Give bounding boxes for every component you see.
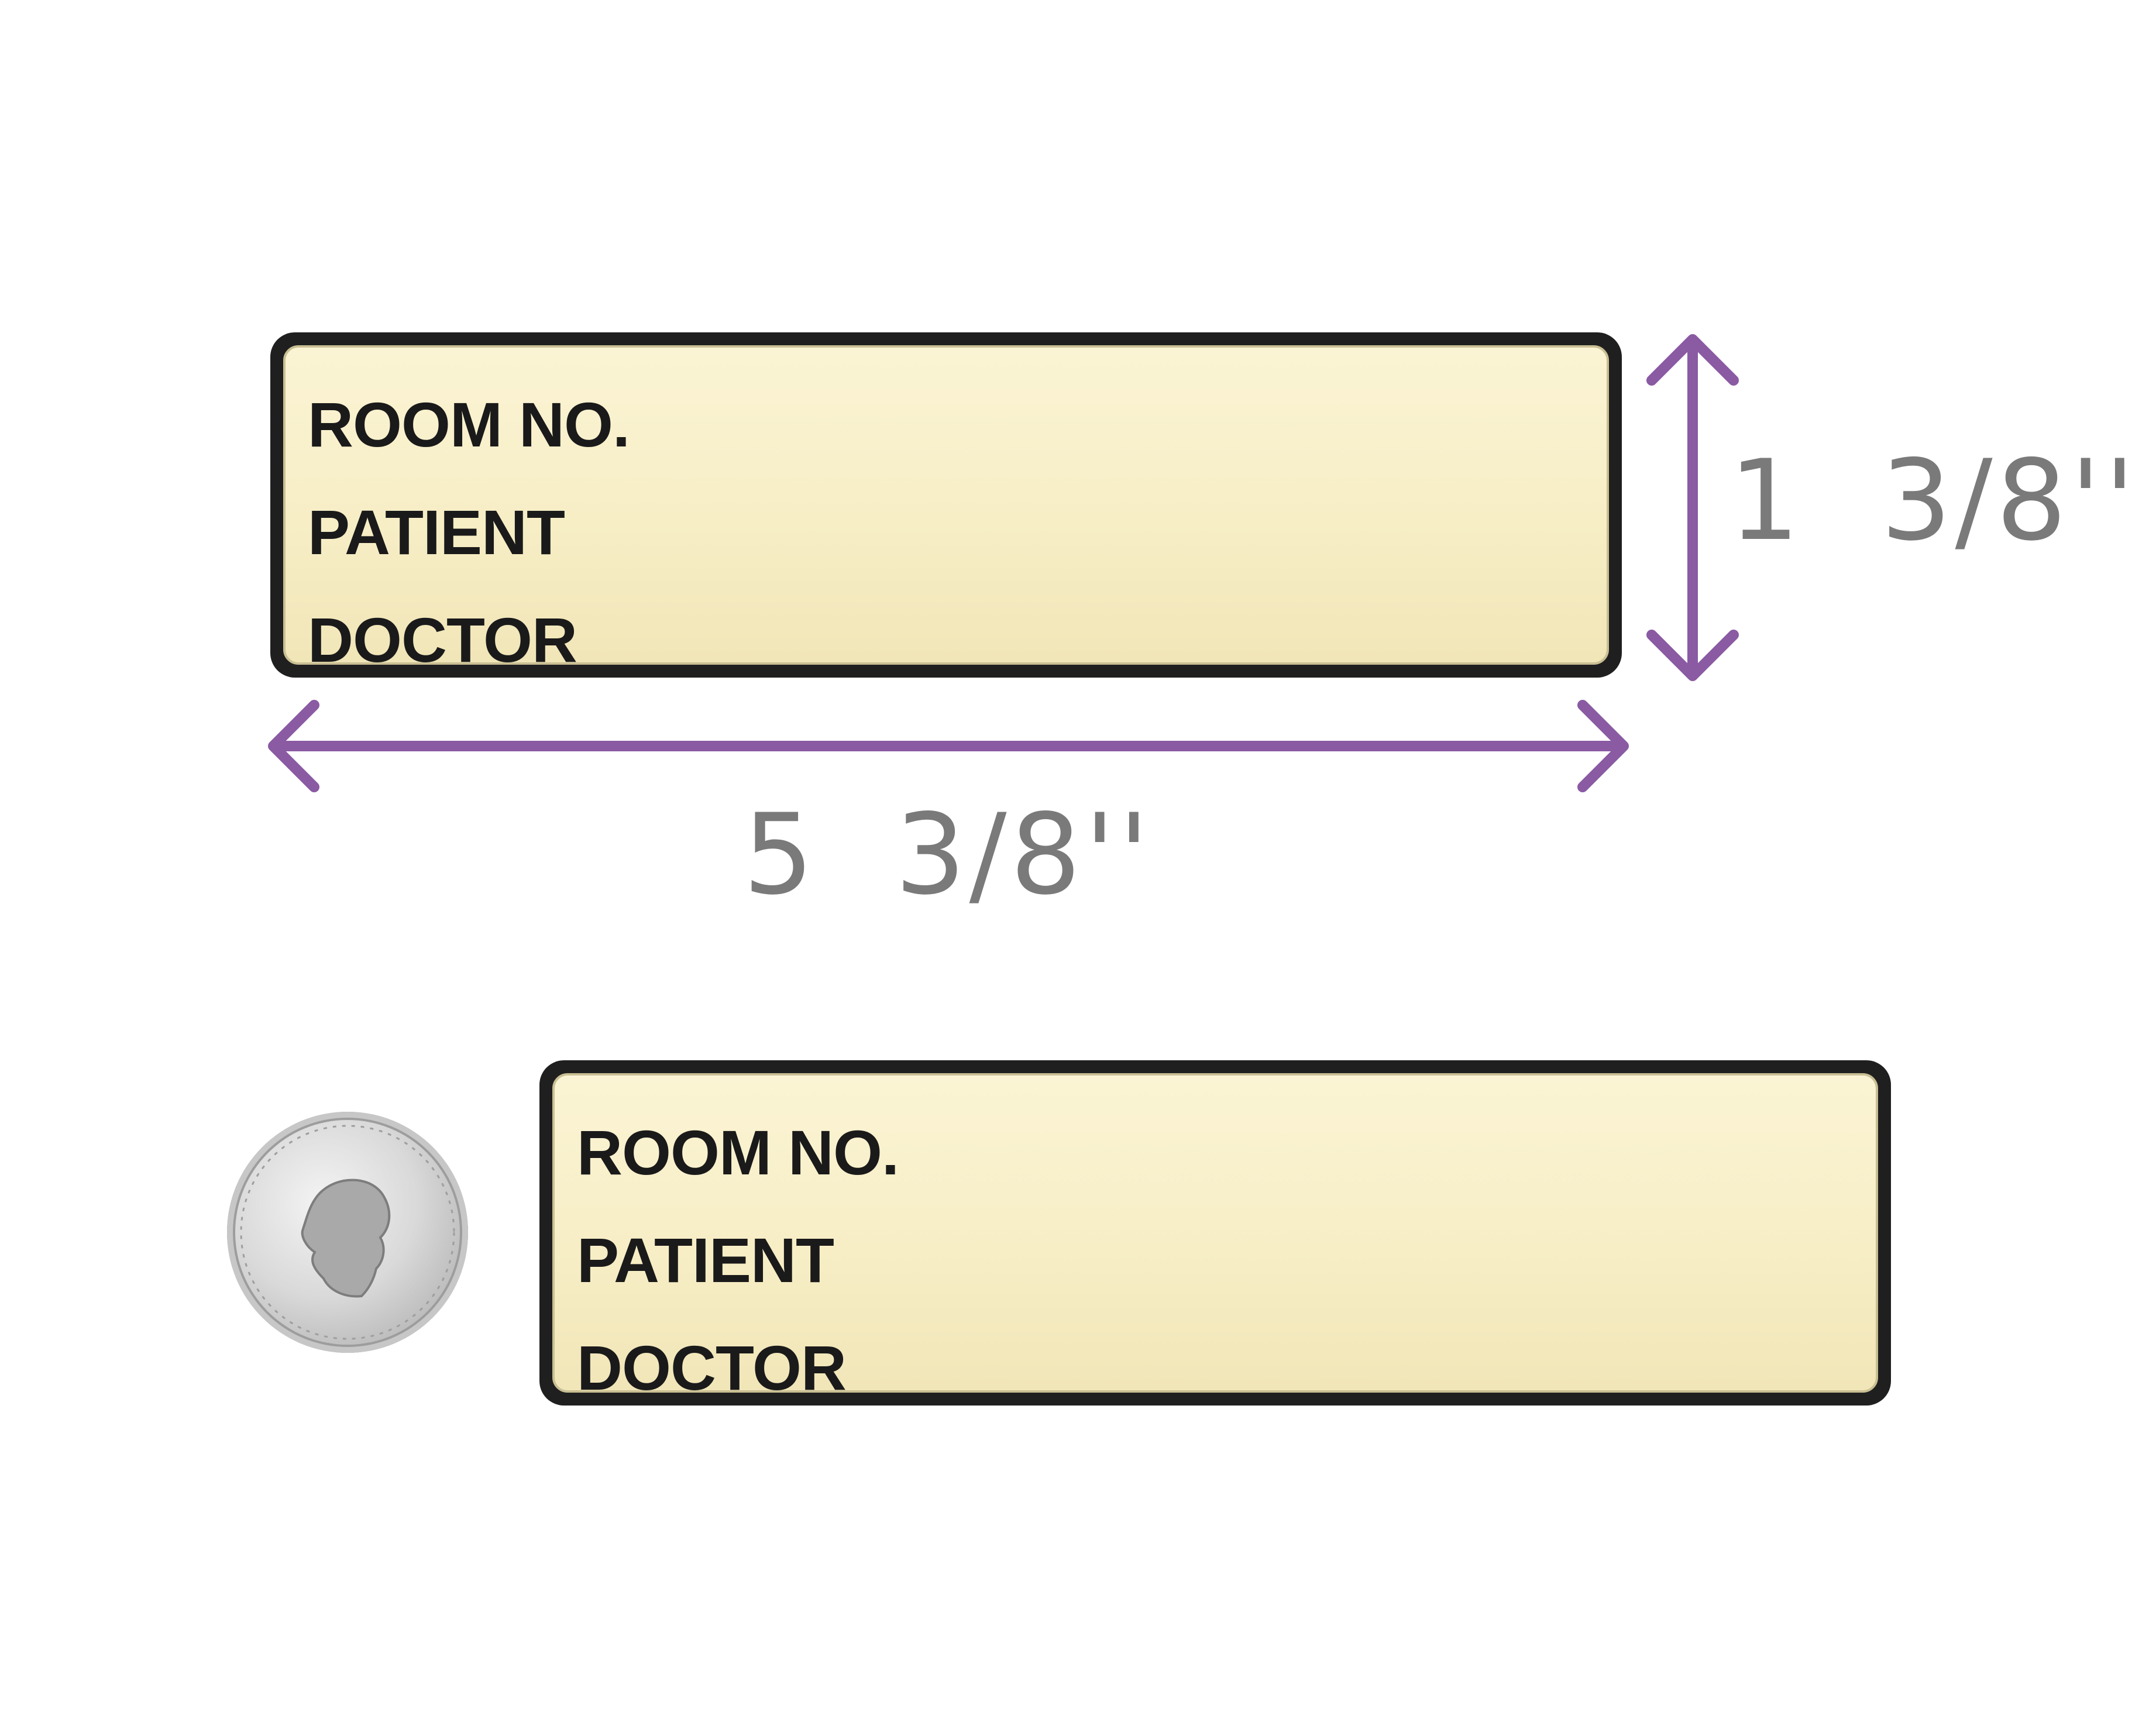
- width-dimension-label: 5 3/8'': [743, 790, 1153, 919]
- height-arrow-icon: [1646, 334, 1739, 681]
- sign-line-room: ROOM NO.: [308, 389, 630, 460]
- sign-line-patient: PATIENT: [577, 1225, 834, 1296]
- sign-bottom: ROOM NO. PATIENT DOCTOR: [539, 1060, 1891, 1406]
- width-arrow-icon: [268, 700, 1629, 792]
- sign-plate: ROOM NO. PATIENT DOCTOR: [552, 1073, 1878, 1403]
- sign-plate: ROOM NO. PATIENT DOCTOR: [283, 345, 1609, 675]
- sign-top: ROOM NO. PATIENT DOCTOR: [270, 332, 1622, 678]
- sign-line-room: ROOM NO.: [577, 1117, 899, 1188]
- coin-profile-icon: [240, 1125, 455, 1340]
- quarter-dollar-coin-icon: [227, 1112, 468, 1353]
- sign-line-doctor: DOCTOR: [308, 604, 577, 675]
- sign-line-doctor: DOCTOR: [577, 1332, 847, 1403]
- sign-line-patient: PATIENT: [308, 497, 565, 568]
- height-dimension-label: 1 3/8'': [1729, 436, 2138, 565]
